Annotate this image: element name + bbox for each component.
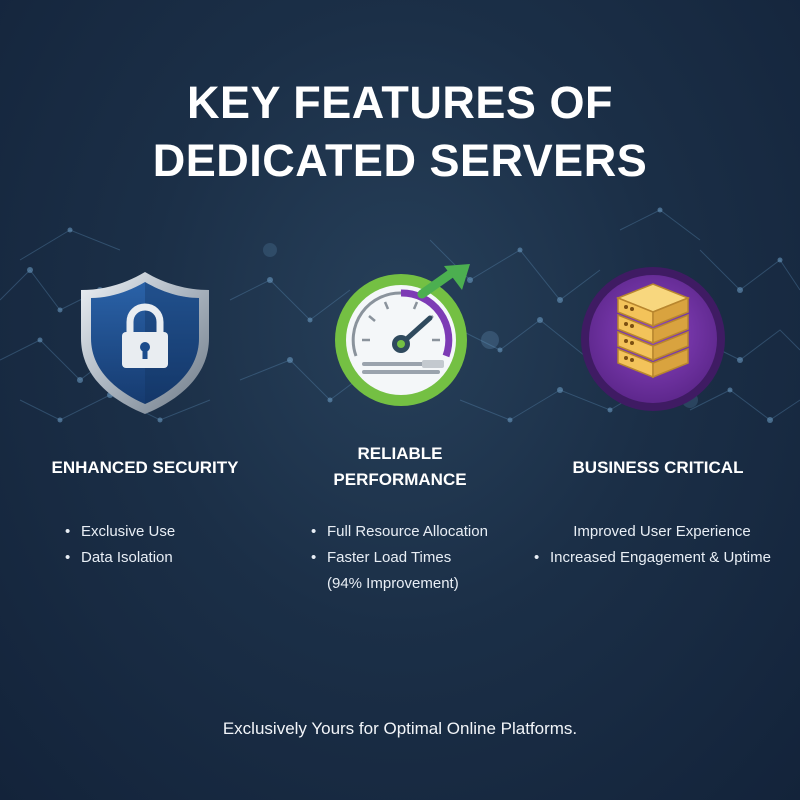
feature-title: BUSINESS CRITICAL — [572, 458, 744, 477]
feature-business-critical: BUSINESS CRITICAL Improved User Experien… — [528, 0, 788, 640]
feature-list: Improved User Experience •Increased Enga… — [534, 519, 790, 571]
feature-list: •Exclusive Use •Data Isolation — [65, 519, 175, 571]
feature-enhanced-security: ENHANCED SECURITY •Exclusive Use •Data I… — [15, 0, 275, 640]
page-title: KEY FEATURES OF DEDICATED SERVERS — [0, 74, 800, 190]
title-line-2: DEDICATED SERVERS — [152, 135, 648, 186]
speedometer-icon — [326, 264, 476, 414]
server-stack-icon — [578, 264, 728, 414]
list-item: •Exclusive Use — [65, 523, 176, 540]
feature-title: ENHANCED SECURITY — [51, 458, 239, 477]
list-item: (94% Improvement) — [327, 575, 459, 592]
list-item: •Increased Engagement & Uptime — [534, 549, 771, 566]
footer-tagline: Exclusively Yours for Optimal Online Pla… — [222, 719, 578, 738]
feature-list: •Full Resource Allocation •Faster Load T… — [311, 519, 488, 597]
title-line-1: KEY FEATURES OF — [187, 77, 613, 128]
list-item: •Data Isolation — [65, 549, 173, 566]
list-item: •Faster Load Times — [311, 549, 452, 566]
list-item: •Full Resource Allocation — [311, 523, 488, 540]
feature-reliable-performance: RELIABLE PERFORMANCE •Full Resource Allo… — [270, 0, 530, 640]
shield-lock-icon — [73, 268, 217, 416]
feature-title: RELIABLE PERFORMANCE — [333, 444, 467, 489]
list-item: Improved User Experience — [573, 523, 751, 540]
